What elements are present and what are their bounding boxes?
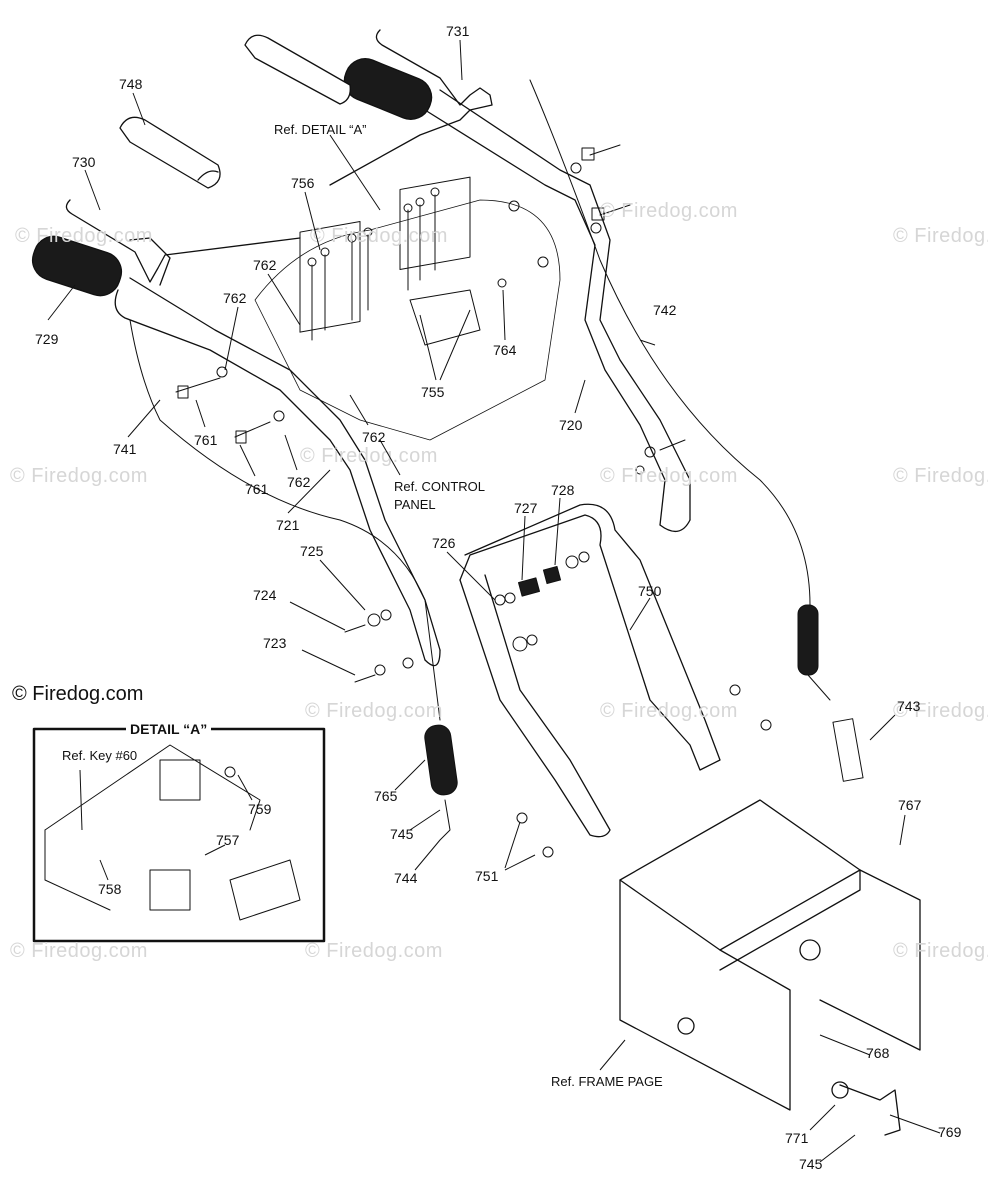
hardware-upper [175,144,686,475]
callout-756: 756 [291,175,315,191]
watermark: © Firedog.com [10,940,148,962]
callout-748: 748 [119,76,143,92]
control-lever-730 [65,199,301,286]
callout-745: 745 [799,1156,823,1172]
ref-key-60: Ref. Key #60 [62,748,138,763]
callout-744: 744 [394,870,418,886]
callout-728: 728 [551,482,575,498]
upper-handle-right [424,89,691,532]
callout-741: 741 [113,441,137,457]
grip-cover-748 [119,116,221,189]
ref-detail-a: Ref. DETAIL “A” [274,122,367,137]
callout-742: 742 [653,302,677,318]
watermark: © Firedog.com [310,225,448,247]
callout-725: 725 [300,543,324,559]
watermark: © Firedog.com [893,940,988,962]
ref-control-panel-line2: PANEL [394,497,436,512]
callout-757: 757 [216,832,240,848]
cable-742 [529,79,831,701]
watermark: © Firedog.com [305,940,443,962]
callout-745: 745 [390,826,414,842]
watermark: © Firedog.com [15,225,153,247]
callout-751: 751 [475,868,499,884]
callout-767: 767 [898,797,922,813]
callout-720: 720 [559,417,583,433]
callout-762: 762 [362,429,386,445]
bolts-756 [307,187,440,341]
callout-762: 762 [223,290,247,306]
frame [619,799,921,1136]
callout-750: 750 [638,583,662,599]
callout-765: 765 [374,788,398,804]
watermark: © Firedog.com [305,700,443,722]
callout-764: 764 [493,342,517,358]
watermark: © Firedog.com [600,700,738,722]
lower-handle-750 [459,503,721,838]
grip-729 [31,235,123,297]
callout-721: 721 [276,517,300,533]
watermark: © Firedog.com [893,465,988,487]
callout-769: 769 [938,1124,962,1140]
callout-731: 731 [446,23,470,39]
control-lever-731 [329,29,493,186]
callout-762: 762 [287,474,311,490]
watermark: © Firedog.com [600,465,738,487]
callout-758: 758 [98,881,122,897]
callout-761: 761 [245,481,269,497]
callout-762: 762 [253,257,277,273]
watermark: © Firedog.com [10,465,148,487]
callout-730: 730 [72,154,96,170]
grip-731 [343,58,433,120]
copyright-notice: © Firedog.com [12,683,144,705]
callout-726: 726 [432,535,456,551]
watermark: © Firedog.com [893,700,988,722]
watermark: © Firedog.com [300,445,438,467]
bracket-743 [832,718,864,782]
ref-control-panel-line1: Ref. CONTROL [394,479,486,494]
callout-759: 759 [248,801,272,817]
callout-727: 727 [514,500,538,516]
detail-a-title: DETAIL “A” [126,721,212,737]
callout-723: 723 [263,635,287,651]
grip-cover-upper [244,34,351,105]
callout-743: 743 [897,698,921,714]
watermark: © Firedog.com [600,200,738,222]
watermark: © Firedog.com [893,225,988,247]
callout-724: 724 [253,587,277,603]
cable-741 [129,319,458,841]
callout-768: 768 [866,1045,890,1061]
detail-a-box [32,727,326,943]
callout-755: 755 [421,384,445,400]
ref-frame-page: Ref. FRAME PAGE [551,1074,663,1089]
callout-771: 771 [785,1130,809,1146]
callout-761: 761 [194,432,218,448]
callout-729: 729 [35,331,59,347]
